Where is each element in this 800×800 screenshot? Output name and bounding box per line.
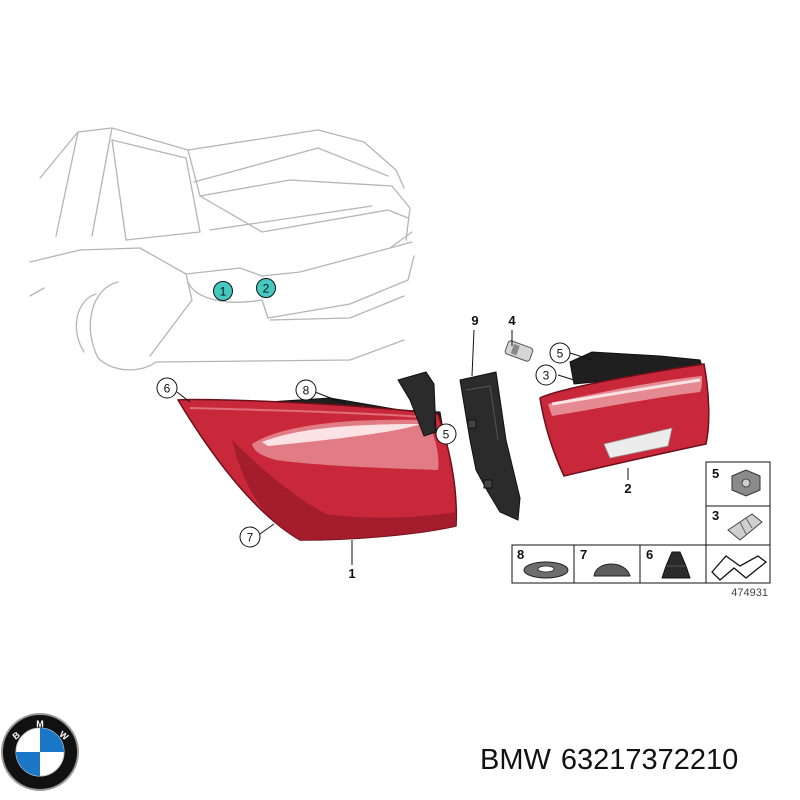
part-label-9: 9	[471, 313, 478, 328]
callout-5-inner: 5	[549, 342, 571, 364]
inner-tail-light	[539, 351, 710, 477]
caption-part-number: 63217372210	[560, 744, 739, 776]
callout-7-outer: 7	[239, 526, 261, 548]
grommet-icon	[661, 551, 691, 579]
legend-num-7: 7	[580, 547, 587, 562]
bulb-icon	[727, 513, 763, 541]
svg-text:8: 8	[303, 384, 310, 398]
legend-num-6: 6	[646, 547, 653, 562]
callout-6-outer: 6	[156, 377, 178, 399]
svg-text:B: B	[11, 729, 23, 741]
svg-text:5: 5	[557, 347, 564, 361]
legend-num-3: 3	[712, 508, 719, 523]
car-outline	[29, 127, 415, 371]
cap-icon	[593, 563, 631, 577]
part-label-4: 4	[508, 313, 516, 328]
parts-legend: 5 3 8 7 6 474931	[511, 461, 771, 599]
car-callout-2: 2	[256, 278, 276, 298]
washer-icon	[523, 561, 569, 579]
part-caption: BMW 63217372210	[480, 740, 790, 780]
outer-tail-light	[176, 397, 458, 541]
nut-icon	[731, 469, 761, 497]
arrow-icon	[711, 555, 768, 581]
legend-num-8: 8	[517, 547, 524, 562]
tail-light-bracket	[459, 371, 521, 521]
bmw-logo: B M W	[1, 713, 79, 791]
car-callout-1: 1	[213, 281, 233, 301]
svg-text:1: 1	[220, 285, 227, 299]
callout-5-outer: 5	[435, 423, 457, 445]
part-label-2: 2	[624, 481, 631, 496]
svg-text:7: 7	[247, 531, 254, 545]
svg-text:6: 6	[164, 382, 171, 396]
part-label-1: 1	[348, 566, 355, 581]
callout-8-outer: 8	[295, 379, 317, 401]
caption-brand: BMW	[480, 744, 551, 776]
svg-text:2: 2	[263, 282, 270, 296]
leader-lines	[176, 329, 629, 565]
svg-text:M: M	[36, 719, 44, 729]
svg-text:3: 3	[543, 369, 550, 383]
svg-text:5: 5	[443, 428, 450, 442]
legend-num-5: 5	[712, 466, 719, 481]
diagram-id: 474931	[731, 587, 768, 599]
bulb-holder	[504, 340, 534, 362]
callout-3-inner: 3	[535, 364, 557, 386]
